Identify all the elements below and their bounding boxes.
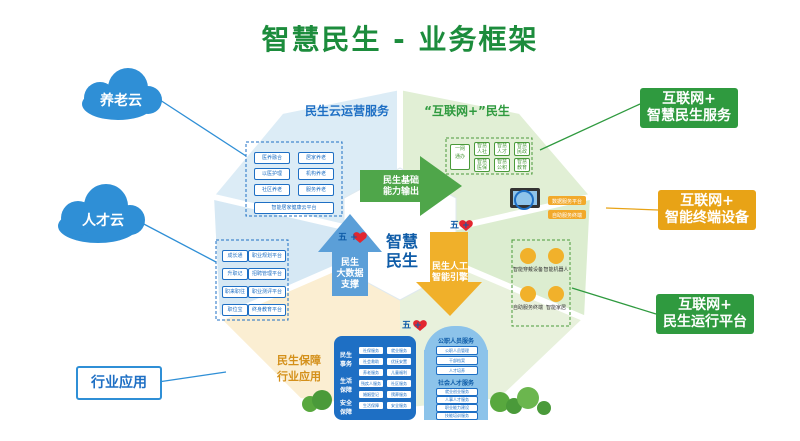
bottom-item: 殡葬服务 [386, 390, 412, 399]
bottom-heading-affairs: 民生 事务 [339, 352, 352, 368]
elderly-item: 居家养老 [298, 152, 334, 164]
internet-item: 智慧 教育 [514, 158, 530, 172]
device-caption: 智能机器人 [543, 267, 569, 273]
talent-item: 职业测评平台 [248, 286, 286, 298]
bottom-heading-guarantee: 生活 保障 [339, 378, 352, 394]
section-internet-plus: “互联网+”民生 [424, 104, 510, 118]
heart-icon-3 [413, 320, 427, 331]
device-caption: 智能穿戴设备 [512, 267, 543, 273]
heart-icon-1 [353, 232, 367, 243]
internet-item: 智慧 人社 [474, 142, 490, 156]
bottom-item: 生活保障 [358, 401, 384, 410]
heart-icon-2 [459, 220, 473, 231]
device-label: 自助服务终端 [551, 213, 582, 219]
callout-services-label: 互联网+ 智慧民生服务 [647, 91, 731, 124]
bottom-item: 优抚安置 [386, 357, 412, 366]
five-plus-bottom: 五 + [402, 321, 422, 331]
arrow-right-text: 民生人工 智能引擎 [431, 262, 468, 283]
callout-platform-label: 互联网+ 民生运行平台 [663, 297, 747, 330]
bottom-item: 社区服务 [386, 379, 412, 388]
robot-icon [548, 248, 564, 264]
five-plus-right: 五 + [450, 221, 470, 231]
five-plus-left: 五 + [338, 233, 358, 243]
section-guarantee: 民生保障 行业应用 [277, 354, 321, 383]
callout-platform: 互联网+ 民生运行平台 [656, 294, 754, 334]
cloud-elderly-shape [82, 68, 162, 120]
public-item: 人才培养 [436, 366, 478, 375]
callout-devices-label: 互联网+ 智能终端设备 [665, 193, 749, 226]
arrow-right-yellow [416, 232, 482, 316]
social-item: 职业能力建设 [436, 404, 478, 412]
page-title: 智慧民生 - 业务框架 [261, 23, 539, 56]
device-caption: 自助服务终端 [512, 305, 543, 311]
section-cloud-ops: 民生云运营服务 [304, 104, 389, 118]
internet-item: 一网 通办 [450, 144, 470, 170]
public-service-title: 公职人员服务 [437, 338, 474, 345]
internet-dashed-box [445, 137, 533, 175]
internet-item: 智慧 人才 [494, 142, 510, 156]
talent-item: 终身教育平台 [248, 304, 286, 316]
bottom-item: 社保服务 [358, 346, 384, 355]
bottom-item: 残疾人服务 [358, 379, 384, 388]
talent-item: 成长通 [222, 250, 248, 262]
bottom-item: 养老服务 [358, 368, 384, 377]
industry-app-box: 行业应用 [76, 366, 162, 400]
cloud-elderly-label: 养老云 [100, 93, 142, 109]
elderly-item: 以医护理 [254, 168, 290, 180]
elderly-item: 机构养老 [298, 168, 334, 180]
public-item: 干部档案 [436, 356, 478, 365]
internet-item: 智慧 医保 [474, 158, 490, 172]
elderly-dashed-box [245, 141, 343, 217]
arrow-left-text: 民生 大数据 支撑 [336, 258, 364, 290]
elderly-item: 智能居家健康云平台 [254, 202, 334, 214]
social-item: 人事人才服务 [436, 396, 478, 404]
cloud-talent-shape [58, 184, 145, 243]
cloud-talent-label: 人才云 [82, 213, 124, 229]
talent-item: 升职记 [222, 268, 248, 280]
center-title: 智慧 民生 [385, 232, 418, 270]
device-label: 数据服务平台 [551, 199, 582, 205]
arrow-top-text: 民生基础 能力输出 [382, 176, 419, 197]
bottom-item: 儿童福利 [386, 368, 412, 377]
talent-item: 职来职往 [222, 286, 248, 298]
elderly-item: 服务养老 [298, 184, 334, 196]
industry-app-label: 行业应用 [91, 374, 147, 391]
social-item: 技能培训服务 [436, 412, 478, 420]
platform-dashed-box [511, 239, 571, 327]
social-service-title: 社会人才服务 [437, 380, 474, 387]
wedge-right [400, 196, 592, 318]
callout-devices: 互联网+ 智能终端设备 [658, 190, 756, 230]
internet-item: 智慧 民政 [514, 142, 530, 156]
talent-dashed-box [215, 239, 289, 321]
tree-decoration [302, 387, 551, 415]
elderly-item: 医养融合 [254, 152, 290, 164]
wearable-icon [520, 248, 536, 264]
internet-item: 智慧 公积 [494, 158, 510, 172]
bottom-heading-security: 安全 保障 [339, 400, 352, 416]
magnifier-icon [514, 190, 534, 210]
terminal-icon [520, 286, 536, 302]
talent-item: 职位宝 [222, 304, 248, 316]
device-caption: 智能家居 [545, 305, 566, 311]
callout-services: 互联网+ 智慧民生服务 [640, 88, 738, 128]
bottom-item: 就业服务 [386, 346, 412, 355]
smarthome-icon [548, 286, 564, 302]
bottom-item: 安全服务 [386, 401, 412, 410]
elderly-item: 社区养老 [254, 184, 290, 196]
talent-item: 招聘管理平台 [248, 268, 286, 280]
social-item: 就业创业服务 [436, 388, 478, 396]
public-item: 公职人员管理 [436, 346, 478, 355]
bottom-item: 社会救助 [358, 357, 384, 366]
arrow-top-green [360, 156, 462, 216]
bottom-item: 婚姻登记 [358, 390, 384, 399]
talent-item: 职业规划平台 [248, 250, 286, 262]
